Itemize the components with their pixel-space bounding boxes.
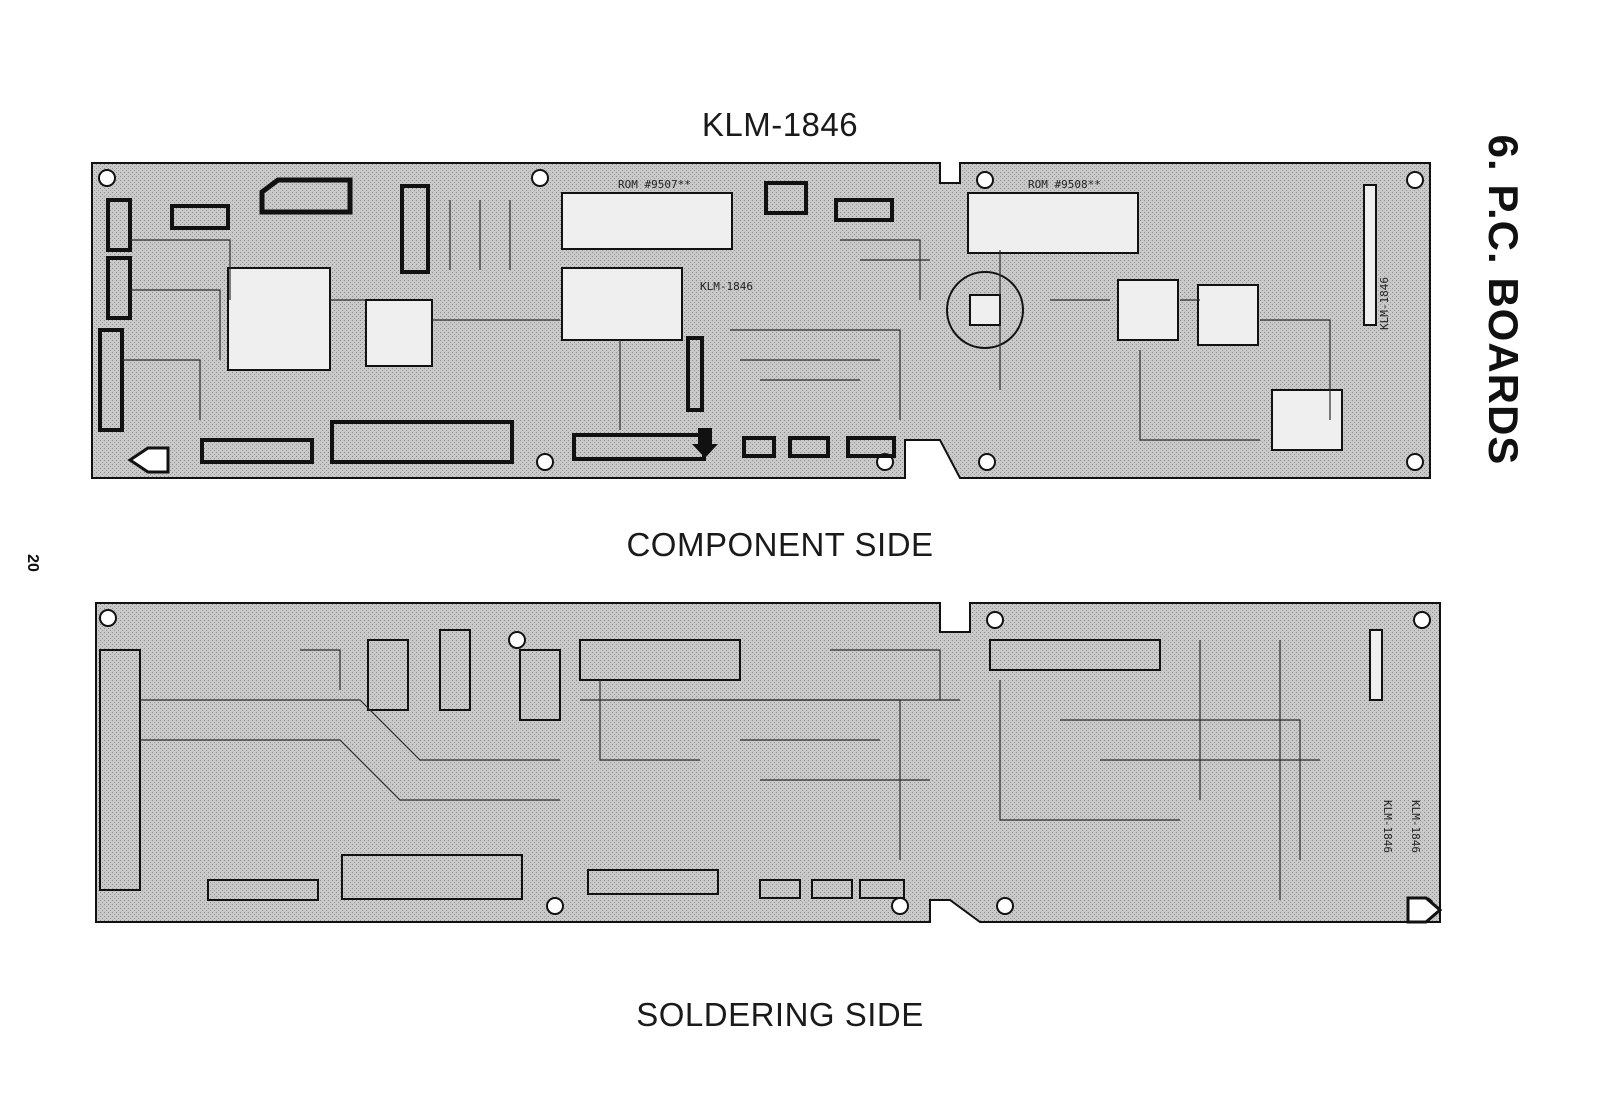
soldering-side-caption: SOLDERING SIDE <box>636 996 924 1033</box>
rom-label-a: ROM #9507** <box>618 178 691 191</box>
mounting-holes <box>98 169 1424 471</box>
component-side-caption: COMPONENT SIDE <box>626 526 934 563</box>
traces <box>122 200 1331 441</box>
battery-outline <box>946 271 1024 349</box>
connectors <box>98 181 896 464</box>
vertical-board-label: KLM-1846 <box>1378 277 1391 330</box>
ic-chips <box>227 184 1377 451</box>
arrow-marker <box>127 446 170 474</box>
rom-label-b: ROM #9508** <box>1028 178 1101 191</box>
silkscreen-label: KLM-1846 <box>700 280 753 293</box>
shield-outline <box>259 177 353 215</box>
board-title: KLM-1846 <box>701 106 859 143</box>
